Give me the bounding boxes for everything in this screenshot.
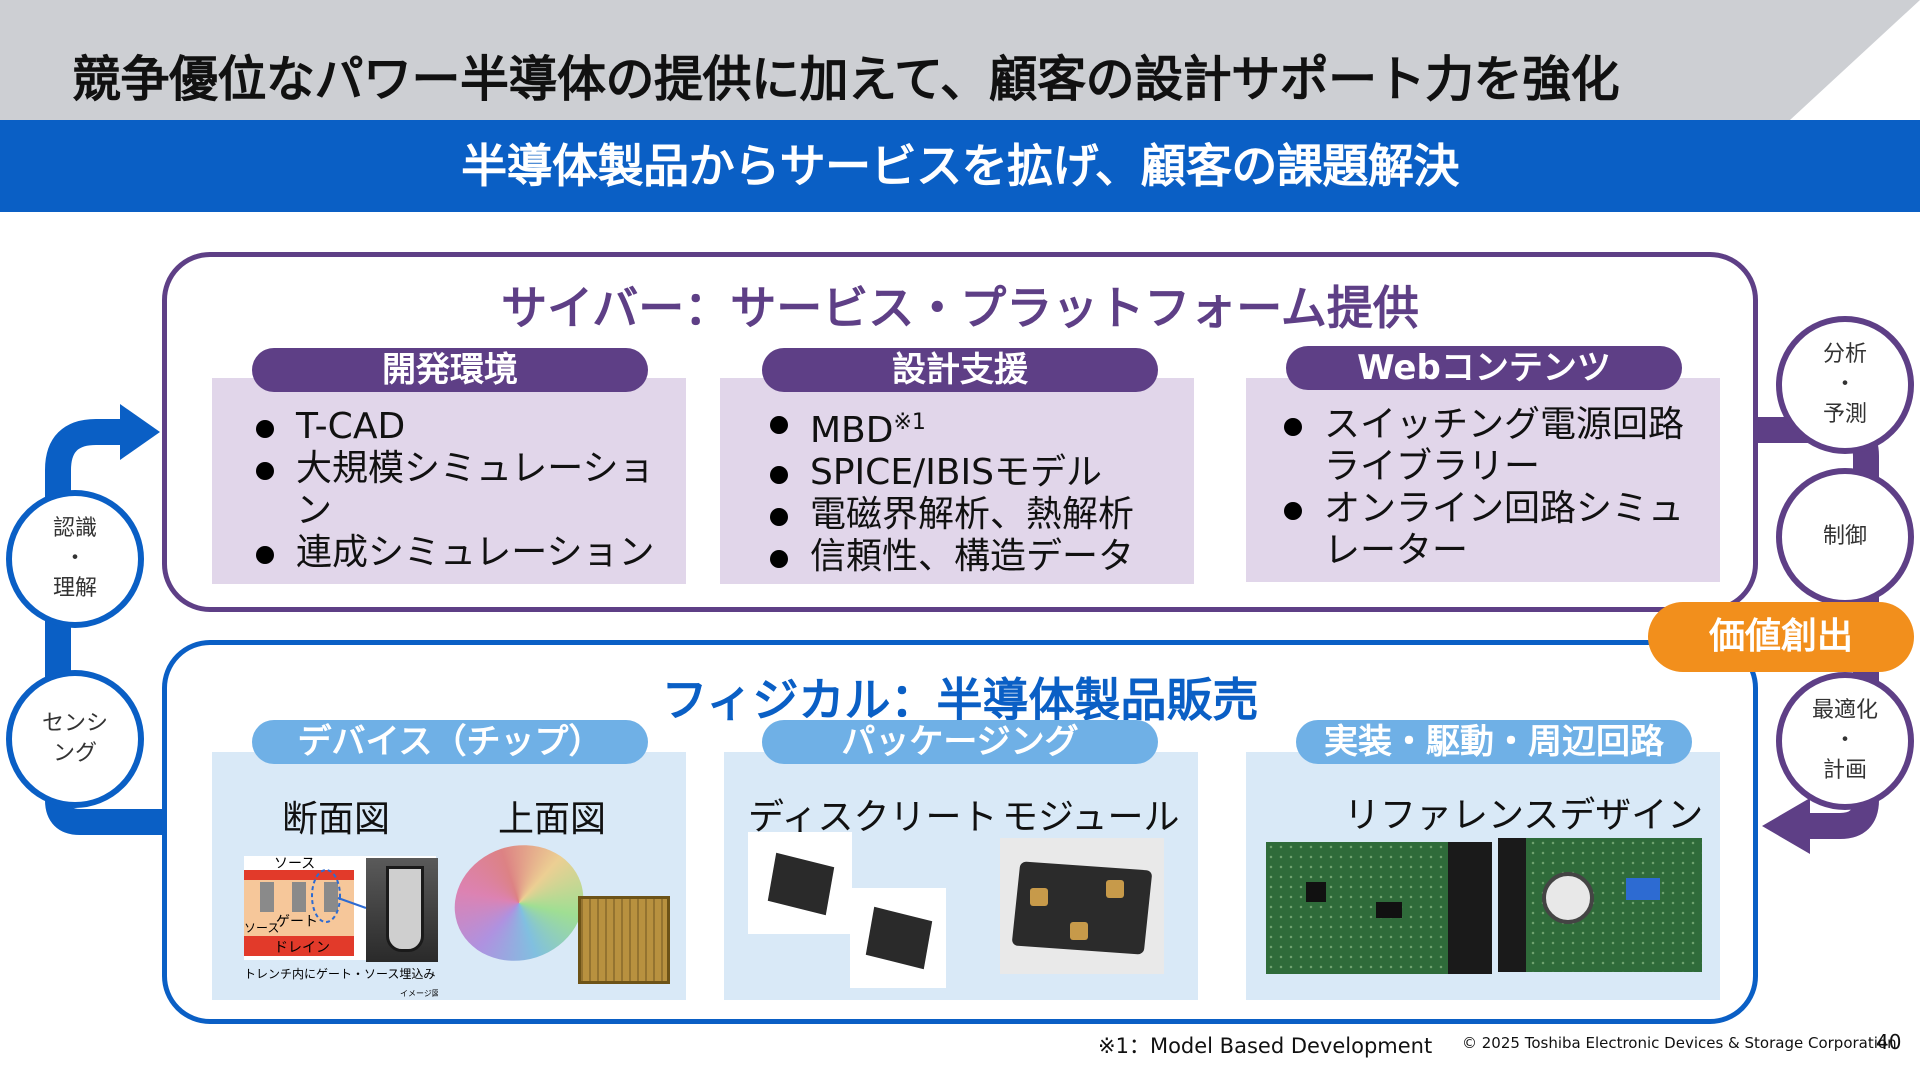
panel-design-support — [720, 378, 1194, 584]
trench-sem-image — [366, 858, 438, 962]
bullet-icon — [256, 546, 274, 564]
page-number: 40 — [1876, 1030, 1902, 1054]
diagram-drain: ドレイン — [274, 940, 330, 956]
reference-board-image-1 — [1266, 842, 1492, 974]
panel-device-label: デバイス（チップ） — [252, 720, 648, 764]
right-arrow-head — [1762, 798, 1810, 854]
diagram-source-top: ソース — [274, 856, 315, 872]
subtitle-band — [0, 120, 1920, 212]
title-band — [0, 0, 1920, 120]
cross-section-label: 断面図 — [282, 799, 391, 840]
discrete-label: ディスクリート — [748, 797, 998, 838]
optimization-circle: 最適化 ・ 計画 — [1776, 672, 1914, 810]
value-creation-badge: 価値創出 — [1648, 602, 1914, 672]
diagram-note: イメージ図 — [400, 989, 438, 998]
diagram-caption: トレンチ内にゲート・ソース埋込み — [244, 967, 435, 981]
bullet-icon — [1284, 502, 1302, 520]
chip-image — [578, 896, 670, 984]
panel-reference-design-label: 実装・駆動・周辺回路 — [1296, 720, 1692, 764]
bullet-icon — [770, 550, 788, 568]
reference-design-label: リファレンスデザイン — [1344, 795, 1704, 836]
bullet-icon — [1284, 418, 1302, 436]
copyright: © 2025 Toshiba Electronic Devices & Stor… — [1462, 1034, 1897, 1052]
list-item: T-CAD — [252, 406, 672, 448]
control-circle: 制御 — [1776, 468, 1914, 606]
bullet-icon — [770, 416, 788, 434]
design-support-list: MBD※1 SPICE/IBISモデル 電磁界解析、熱解析 信頼性、構造データ — [766, 402, 1186, 578]
power-module-image — [1000, 838, 1164, 974]
trench-shape — [386, 866, 424, 952]
panel-web-content — [1246, 378, 1720, 582]
bullet-icon — [256, 420, 274, 438]
panel-design-support-label: 設計支援 — [762, 348, 1158, 392]
footnote: ※1：Model Based Development — [1098, 1034, 1433, 1058]
list-item: 連成シミュレーション — [252, 532, 672, 574]
footnote-mark: ※1 — [893, 410, 926, 435]
physical-title: フィジカル：半導体製品販売 — [661, 673, 1259, 727]
sensing-circle: センシ ング — [6, 670, 144, 808]
list-item: オンライン回路シミュレーター — [1280, 488, 1690, 572]
bullet-icon — [256, 462, 274, 480]
panel-dev-env-label: 開発環境 — [252, 348, 648, 392]
panel-dev-env — [212, 378, 686, 584]
list-item: スイッチング電源回路ライブラリー — [1280, 404, 1690, 488]
list-item: MBD※1 — [766, 402, 1186, 452]
panel-packaging-label: パッケージング — [762, 720, 1158, 764]
list-item: 信頼性、構造データ — [766, 536, 1186, 578]
left-loop-path — [45, 419, 165, 835]
discrete-package-image-1 — [748, 832, 852, 934]
web-content-list: スイッチング電源回路ライブラリー オンライン回路シミュレーター — [1280, 404, 1690, 572]
module-label: モジュール — [1002, 797, 1180, 838]
bullet-icon — [770, 508, 788, 526]
analysis-circle: 分析 ・ 予測 — [1776, 316, 1914, 454]
left-arrow-head — [120, 404, 160, 460]
panel-web-content-label: Webコンテンツ — [1286, 346, 1682, 390]
bullet-icon — [770, 466, 788, 484]
title-corner-cut — [1790, 0, 1920, 120]
dev-env-list: T-CAD 大規模シミュレーション 連成シミュレーション — [252, 406, 672, 574]
diagram-source-left: ソース — [244, 921, 279, 935]
reference-board-image-2 — [1498, 838, 1702, 972]
list-item: 電磁界解析、熱解析 — [766, 494, 1186, 536]
page-title: 競争優位なパワー半導体の提供に加えて、顧客の設計サポート力を強化 — [72, 51, 1620, 108]
recognition-circle: 認識 ・ 理解 — [6, 490, 144, 628]
list-item: 大規模シミュレーション — [252, 448, 672, 532]
discrete-package-image-2 — [850, 888, 946, 988]
list-item: SPICE/IBISモデル — [766, 452, 1186, 494]
cyber-title: サイバー：サービス・プラットフォーム提供 — [501, 281, 1419, 335]
top-view-label: 上面図 — [498, 799, 607, 840]
diagram-gate: ゲート — [276, 914, 318, 930]
page-subtitle: 半導体製品からサービスを拡げ、顧客の課題解決 — [461, 139, 1459, 193]
